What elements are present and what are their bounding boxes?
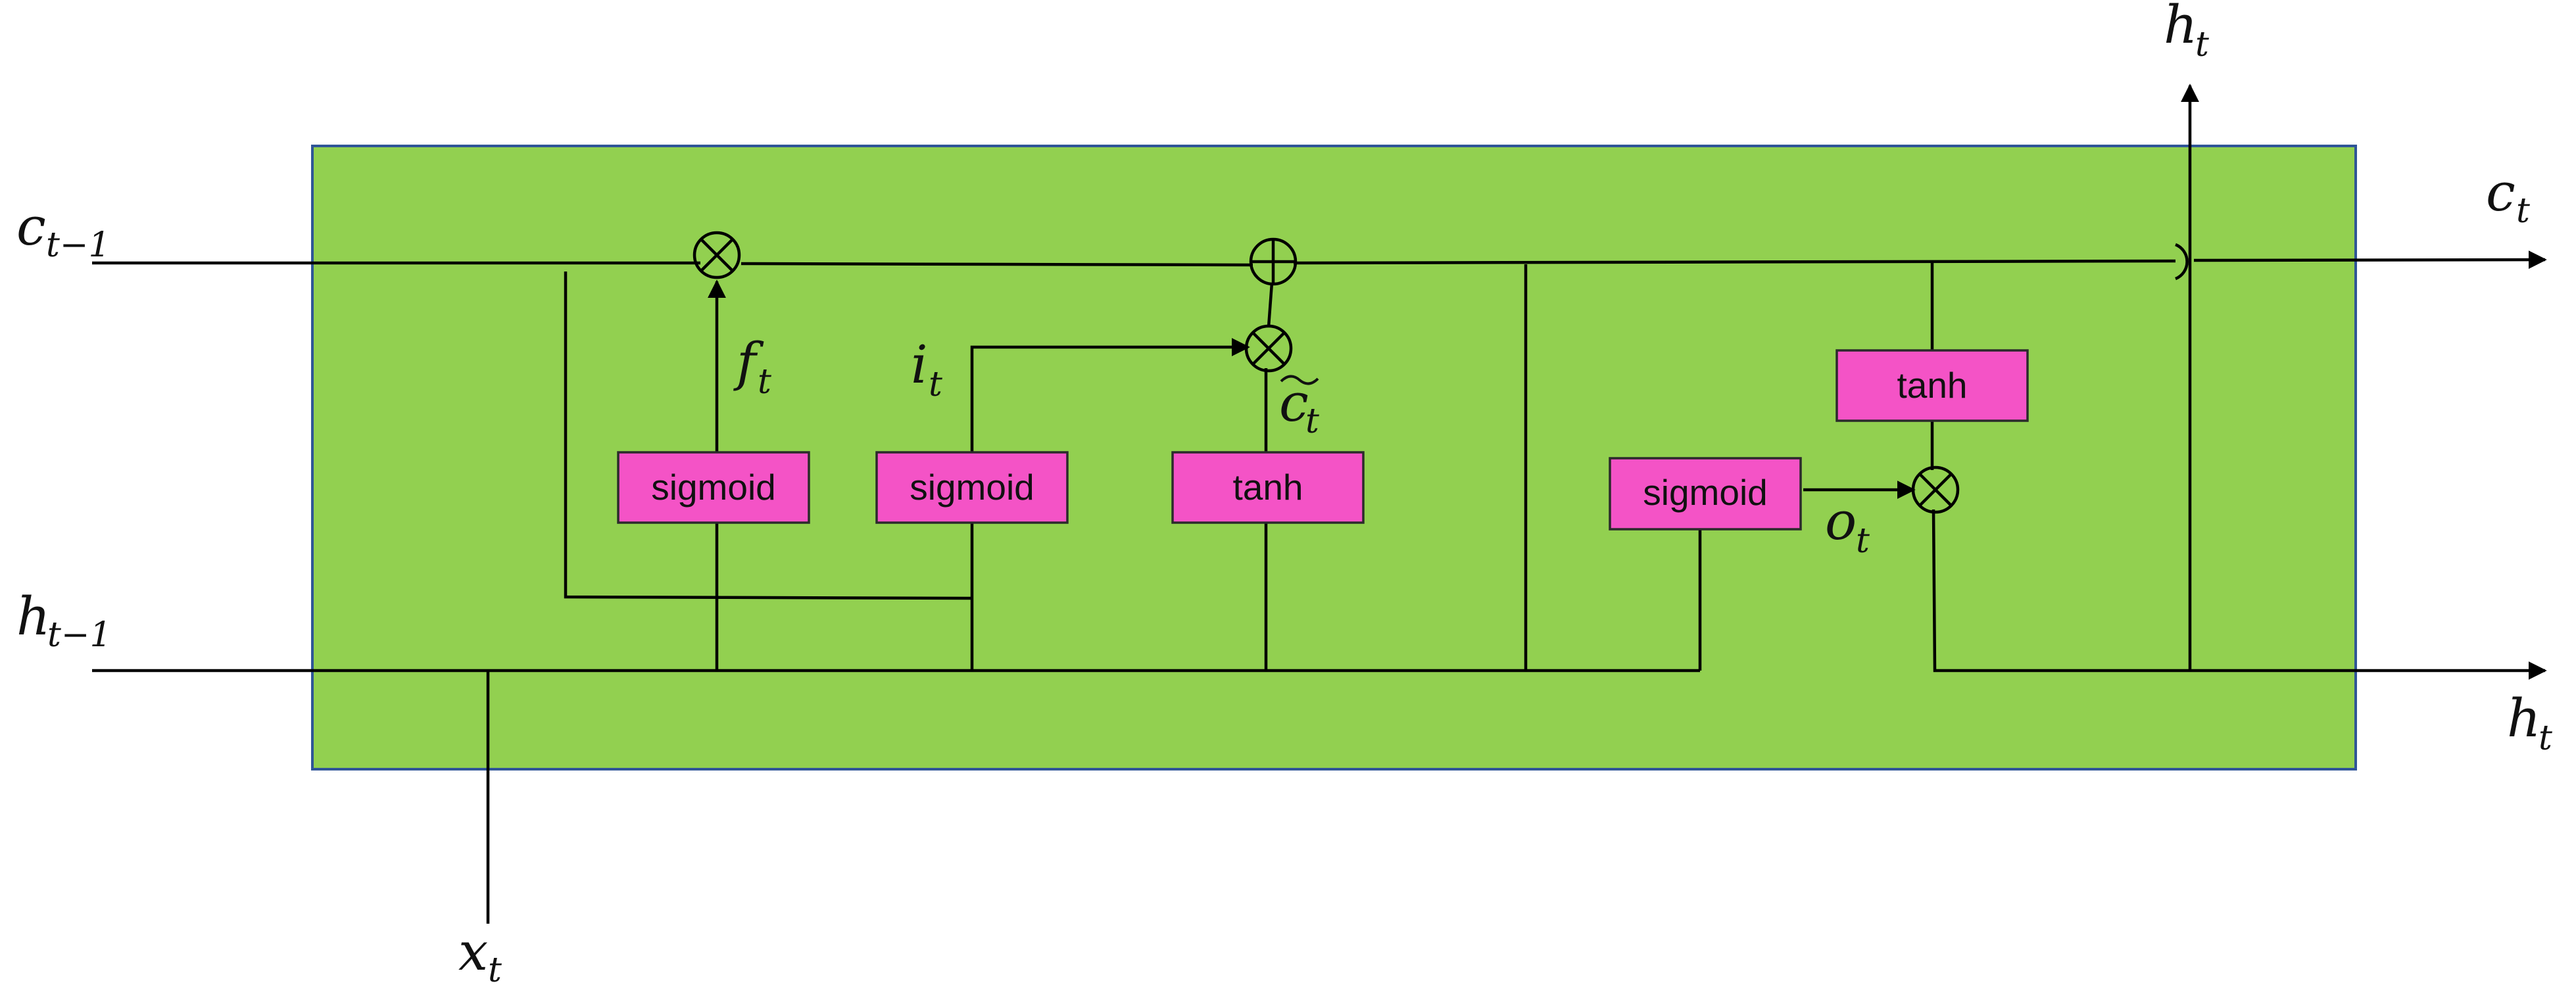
svg-text:t: t	[2516, 191, 2530, 231]
svg-text:c: c	[16, 196, 46, 257]
cell-state-line-right-a	[1293, 259, 2176, 265]
svg-text:i: i	[911, 334, 928, 395]
input-mult-to-add-wire	[1267, 282, 1274, 327]
svg-text:t: t	[2195, 25, 2209, 64]
inner-feedback-wire	[564, 272, 973, 600]
svg-text:t: t	[758, 362, 771, 402]
i-t-label: i t	[911, 334, 942, 404]
svg-text:t−1: t−1	[46, 225, 110, 265]
svg-text:t−1: t−1	[47, 615, 112, 655]
input-gate-out-wire	[970, 338, 1250, 452]
cell-state-hop	[2175, 243, 2189, 281]
c-t-label: c t	[2486, 162, 2530, 231]
input-multiply-icon	[1244, 324, 1293, 373]
forget-gate-box: sigmoid	[617, 451, 810, 524]
h-prev-label: h t−1	[16, 586, 112, 655]
svg-text:t: t	[2539, 719, 2552, 758]
c-prev-label: c t−1	[16, 196, 110, 265]
forget-gate-label: sigmoid	[651, 467, 776, 508]
input-gate-box: sigmoid	[875, 451, 1069, 524]
svg-text:x: x	[458, 921, 488, 982]
h-t-right-label: h t	[2507, 688, 2552, 758]
output-gate-label: sigmoid	[1643, 472, 1768, 513]
candidate-gate-box: tanh	[1171, 451, 1365, 524]
svg-text:t: t	[1305, 402, 1319, 441]
cell-output-tanh-label: tanh	[1897, 365, 1967, 406]
svg-text:h: h	[2164, 0, 2198, 55]
output-gate-box: sigmoid	[1609, 457, 1802, 531]
o-t-label: o t	[1825, 490, 1870, 561]
cell-output-tanh-box: tanh	[1835, 349, 2029, 422]
cell-state-line-mid	[741, 262, 1253, 267]
svg-text:h: h	[16, 586, 51, 647]
svg-text:t: t	[1856, 521, 1870, 561]
svg-text:t: t	[488, 951, 502, 990]
h-t-output-wire	[1932, 509, 2547, 680]
x-t-label: x t	[458, 921, 502, 990]
h-t-top-label: h t	[2164, 0, 2209, 64]
svg-text:c: c	[2486, 162, 2515, 223]
svg-text:h: h	[2507, 688, 2541, 749]
svg-text:t: t	[929, 365, 942, 404]
cell-add-icon	[1249, 237, 1298, 286]
svg-text:o: o	[1825, 490, 1857, 552]
candidate-gate-label: tanh	[1232, 467, 1303, 508]
c-tilde-label: c t	[1279, 372, 1319, 441]
forget-multiply-icon	[693, 231, 741, 279]
svg-text:c: c	[1279, 372, 1309, 433]
output-multiply-icon	[1911, 465, 1960, 514]
input-gate-label: sigmoid	[910, 467, 1034, 508]
